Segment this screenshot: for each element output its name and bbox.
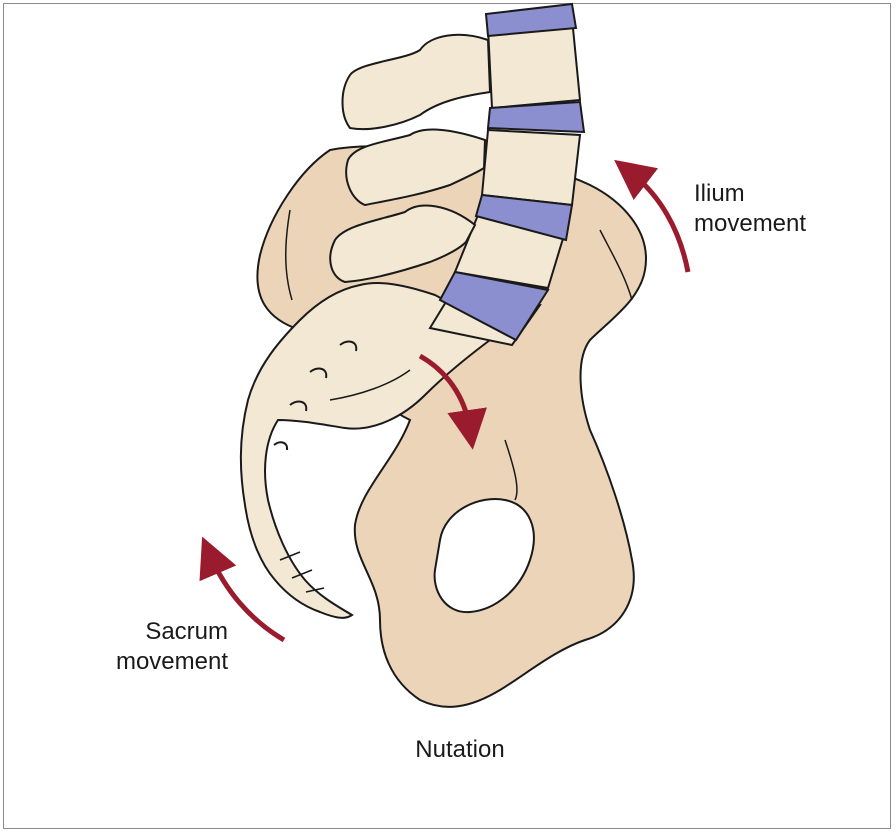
ilium-label-line1: Ilium [694,179,806,209]
sacrum-movement-label: Sacrum movement [92,617,228,677]
sacrum-label-line2: movement [92,647,228,677]
ilium-label-line2: movement [694,209,806,239]
disc-2 [488,102,584,132]
ilium-movement-label: Ilium movement [694,179,806,239]
figure-caption: Nutation [360,735,560,765]
sacrum-label-line1: Sacrum [92,617,228,647]
